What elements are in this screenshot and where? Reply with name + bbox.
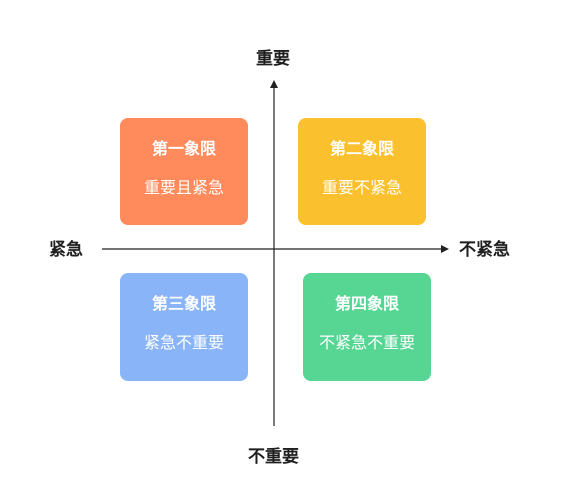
quadrant-3-description: 紧急不重要 bbox=[143, 333, 224, 352]
quadrant-1-description: 重要且紧急 bbox=[143, 178, 224, 197]
quadrant-3: 第三象限 紧急不重要 bbox=[120, 273, 248, 381]
vertical-axis-arrowhead bbox=[270, 80, 278, 88]
axis-label-urgent: 紧急 bbox=[49, 240, 83, 260]
horizontal-axis-arrowhead bbox=[441, 245, 449, 253]
axis-label-not-urgent: 不紧急 bbox=[459, 240, 510, 260]
quadrant-2: 第二象限 重要不紧急 bbox=[298, 118, 426, 225]
quadrant-4: 第四象限 不紧急不重要 bbox=[303, 273, 431, 381]
quadrant-1-title: 第一象限 bbox=[151, 139, 216, 158]
quadrant-4-description: 不紧急不重要 bbox=[318, 333, 415, 352]
quadrant-3-title: 第三象限 bbox=[151, 294, 216, 313]
quadrant-1: 第一象限 重要且紧急 bbox=[120, 118, 248, 225]
axis-label-not-important: 不重要 bbox=[248, 447, 299, 467]
axis-label-important: 重要 bbox=[256, 49, 290, 69]
quadrant-2-description: 重要不紧急 bbox=[321, 178, 402, 197]
quadrant-4-title: 第四象限 bbox=[334, 294, 399, 313]
quadrant-2-title: 第二象限 bbox=[329, 139, 394, 158]
